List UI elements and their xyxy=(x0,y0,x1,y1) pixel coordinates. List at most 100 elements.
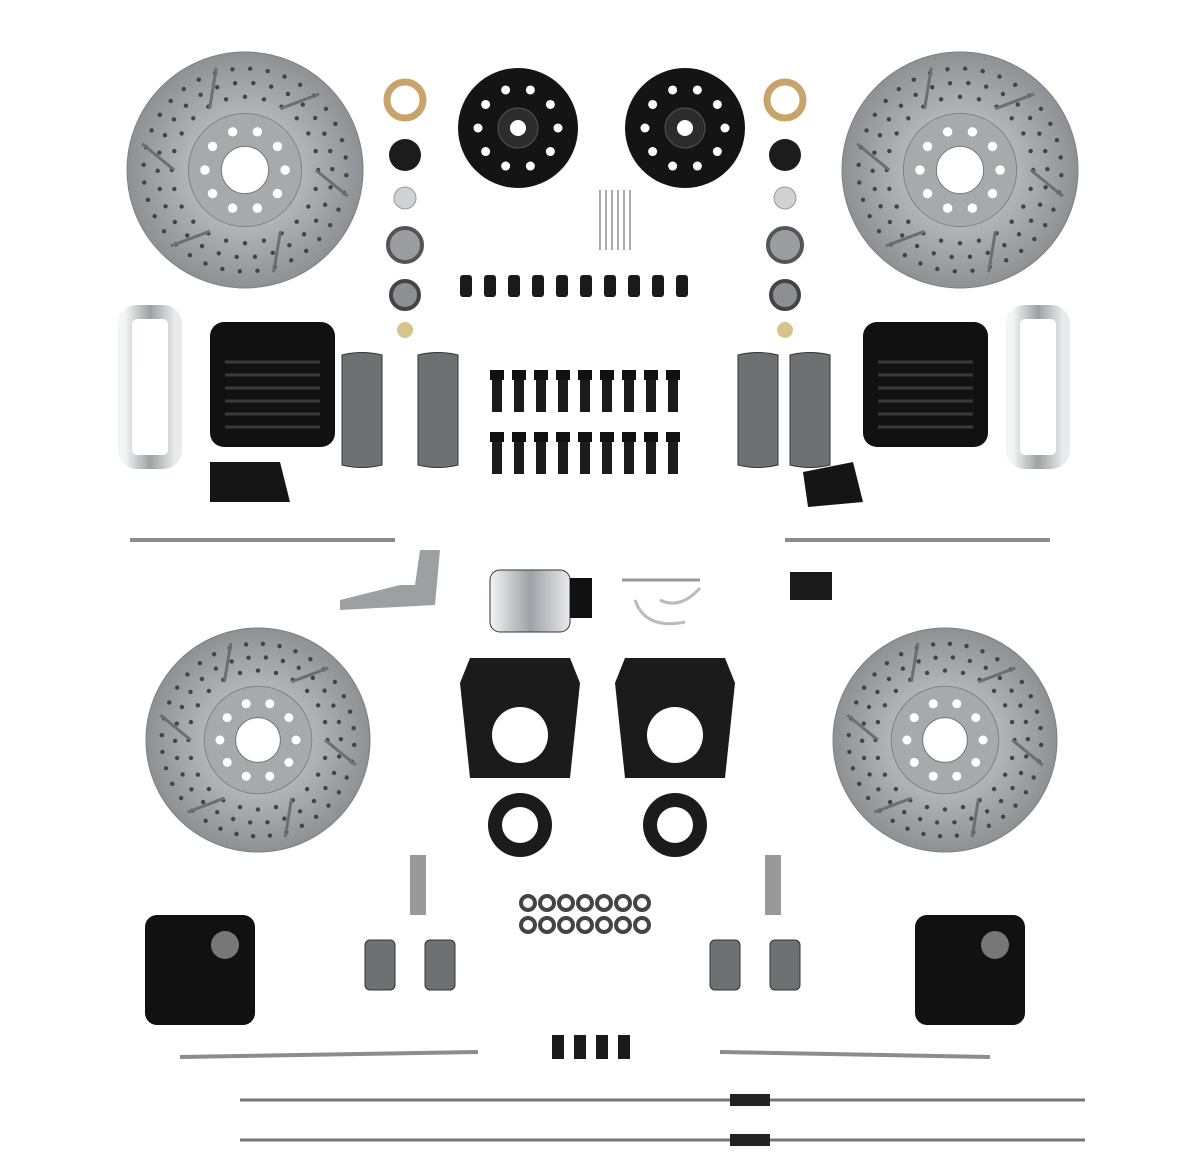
drill-hole xyxy=(255,268,260,273)
drill-hole xyxy=(265,820,270,825)
caliper-bolt xyxy=(580,432,590,474)
drill-hole xyxy=(327,222,333,228)
hub-hole xyxy=(640,123,650,133)
drill-hole xyxy=(255,807,261,812)
drill-hole xyxy=(867,772,872,777)
drill-hole xyxy=(921,831,926,837)
lug-hole xyxy=(280,165,290,175)
drill-hole xyxy=(195,772,201,777)
lug-hole xyxy=(265,771,275,781)
drill-hole xyxy=(247,820,253,825)
drill-hole xyxy=(304,688,310,694)
spacer-bore xyxy=(657,807,693,843)
caliper-bolt xyxy=(624,370,634,412)
drill-hole xyxy=(1012,82,1018,88)
bracket-bore xyxy=(492,707,548,763)
drill-hole xyxy=(260,641,266,647)
drill-hole xyxy=(242,240,248,246)
brake-pad xyxy=(737,352,779,468)
drill-hole xyxy=(247,66,253,71)
rotor xyxy=(832,627,1058,853)
drill-hole xyxy=(947,81,953,86)
caliper-bolt xyxy=(668,432,678,474)
drill-hole xyxy=(1028,218,1034,223)
drill-hole xyxy=(263,655,269,660)
caliper-bolt xyxy=(602,370,612,412)
drill-hole xyxy=(931,251,937,256)
drill-hole xyxy=(886,117,892,122)
lug-hole xyxy=(971,757,981,767)
lug-hole xyxy=(915,165,925,175)
bolt-head xyxy=(556,370,570,380)
drill-hole xyxy=(223,97,229,102)
hub xyxy=(458,68,578,188)
drill-hole xyxy=(185,672,190,677)
drill-hole xyxy=(232,81,238,86)
hub-hole xyxy=(692,161,702,171)
drill-hole xyxy=(867,213,872,219)
slot xyxy=(994,92,1035,111)
rotor xyxy=(145,627,371,853)
slot xyxy=(208,67,218,109)
crush-washer xyxy=(614,916,632,934)
drill-hole xyxy=(967,254,973,259)
drill-hole xyxy=(952,820,957,825)
drill-hole xyxy=(902,809,907,815)
caliper-bolt xyxy=(602,432,612,474)
drill-hole xyxy=(995,656,1000,662)
drill-hole xyxy=(172,186,177,192)
bolt-head xyxy=(512,370,526,380)
brake-hose xyxy=(179,1050,479,1059)
crush-washer xyxy=(633,894,651,912)
drill-hole xyxy=(155,168,160,174)
hub-hole xyxy=(712,147,722,157)
drill-hole xyxy=(160,749,165,755)
drill-hole xyxy=(1042,222,1048,228)
drill-hole xyxy=(157,186,162,192)
drill-hole xyxy=(887,148,892,154)
drill-hole xyxy=(935,266,940,272)
bolt-head xyxy=(666,432,680,442)
drill-hole xyxy=(188,719,194,725)
drill-hole xyxy=(850,766,856,771)
hub-hole xyxy=(481,147,491,157)
drill-hole xyxy=(984,809,990,814)
caliper-bolt xyxy=(558,432,568,474)
drill-hole xyxy=(294,219,299,224)
dust-cap xyxy=(389,139,421,171)
drill-hole xyxy=(997,675,1003,681)
drill-hole xyxy=(301,232,307,237)
drill-hole xyxy=(957,240,963,246)
drill-hole xyxy=(1043,148,1048,154)
lug-hole xyxy=(207,188,218,199)
drill-hole xyxy=(1021,204,1026,209)
drill-hole xyxy=(237,804,243,810)
hub-center xyxy=(677,120,693,136)
bearing xyxy=(389,279,421,311)
hub-hole xyxy=(525,85,535,95)
drill-hole xyxy=(285,91,291,97)
drill-hole xyxy=(1031,775,1036,780)
drill-hole xyxy=(223,238,229,243)
hub-hole xyxy=(481,99,491,109)
drill-hole xyxy=(333,121,338,127)
washer xyxy=(393,186,417,210)
drill-hole xyxy=(157,112,163,118)
crush-washer xyxy=(633,916,651,934)
drill-hole xyxy=(218,826,223,831)
slot xyxy=(909,642,920,683)
lug-hole xyxy=(909,713,919,723)
drill-hole xyxy=(277,643,282,649)
drill-hole xyxy=(917,816,923,822)
drill-hole xyxy=(1018,248,1024,254)
rotor xyxy=(126,51,364,289)
slot xyxy=(283,797,294,838)
lug-hole xyxy=(272,141,283,152)
drill-hole xyxy=(174,721,179,726)
slot xyxy=(846,713,879,742)
drill-hole xyxy=(1000,91,1006,97)
lug-hole xyxy=(922,141,933,152)
slot xyxy=(324,738,357,767)
drill-hole xyxy=(1059,172,1064,178)
master-cylinder xyxy=(489,569,571,633)
